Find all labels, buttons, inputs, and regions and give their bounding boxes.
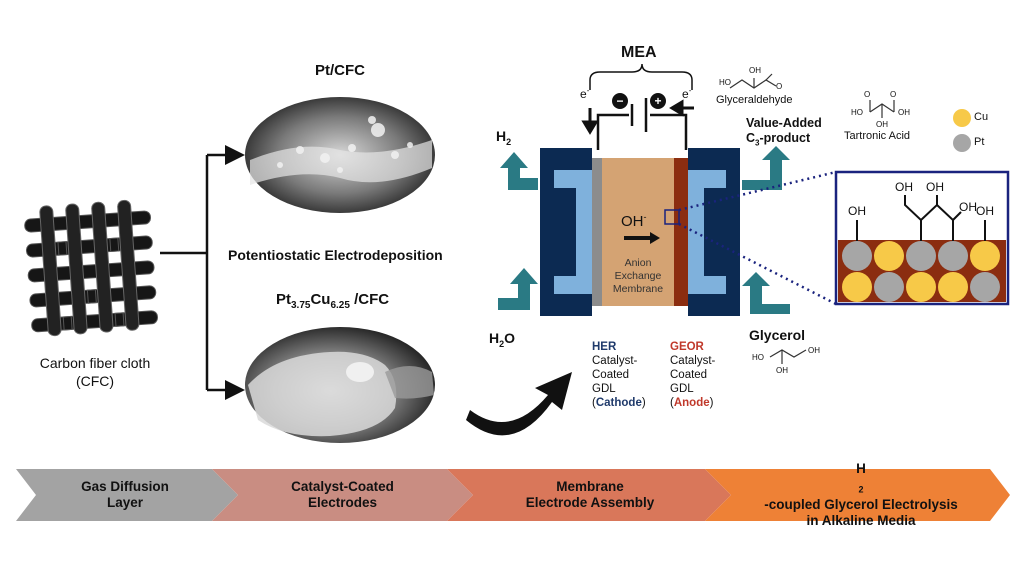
pt-atom bbox=[874, 272, 904, 302]
cfc-label-line1: Carbon fiber cloth bbox=[39, 355, 151, 371]
cu-atom bbox=[842, 272, 872, 302]
cu-atom bbox=[970, 241, 1000, 271]
ptcu-cu: Cu bbox=[310, 291, 331, 308]
cu-legend-icon bbox=[953, 109, 971, 127]
step-membrane-electrode-assembly bbox=[447, 469, 731, 521]
step-catalyst-coated-electrodes bbox=[212, 469, 473, 521]
glycerol-ho: HO bbox=[752, 353, 764, 362]
ptcu-cfc-title: Pt3.75Cu6.25 /CFC bbox=[276, 291, 389, 311]
h2-label: H2 bbox=[496, 128, 512, 147]
atom-layer-top bbox=[842, 241, 1000, 271]
tartronic-oh-bottom: OH bbox=[876, 120, 888, 129]
pt-cfc-title: Pt/CFC bbox=[315, 62, 365, 79]
method-label: Potentiostatic Electrodeposition bbox=[228, 247, 443, 263]
positive-terminal-icon bbox=[650, 93, 666, 109]
tartronic-ho: HO bbox=[851, 108, 863, 117]
surface-oh-2: OH bbox=[895, 180, 913, 194]
teal-flow-arrows bbox=[498, 146, 790, 314]
pt-atom bbox=[842, 241, 872, 271]
tartronic-o-right: O bbox=[890, 90, 897, 99]
glycerol-structure bbox=[769, 349, 807, 364]
atom-layer-bottom bbox=[842, 272, 1000, 302]
ptcu-pt: Pt bbox=[276, 291, 291, 308]
electron-right: e- bbox=[682, 86, 692, 101]
electron-arrows bbox=[581, 99, 694, 135]
ptcu-rest: /CFC bbox=[349, 291, 390, 308]
tartronic-o-left: O bbox=[864, 90, 871, 99]
glycerol-label: Glycerol bbox=[749, 327, 806, 343]
pt-atom bbox=[938, 241, 968, 271]
ptcu-pt-sub: 3.75 bbox=[291, 300, 311, 311]
surface-oh-5: OH bbox=[976, 204, 994, 218]
glyceraldehyde-o: O bbox=[776, 82, 783, 91]
glyceraldehyde-structure bbox=[729, 73, 777, 89]
glyceraldehyde-oh: OH bbox=[749, 66, 761, 75]
cfc-label-line2: (CFC) bbox=[75, 373, 115, 389]
cfc-label: Carbon fiber cloth (CFC) bbox=[20, 354, 170, 390]
mea-title: MEA bbox=[621, 44, 657, 61]
cu-legend-label: Cu bbox=[974, 111, 989, 123]
cu-atom bbox=[874, 241, 904, 271]
pt-cfc-sem-image bbox=[245, 97, 435, 213]
tartronic-oh: OH bbox=[898, 108, 910, 117]
mea-cell bbox=[540, 148, 740, 316]
ptcu-cu-sub: 6.25 bbox=[330, 300, 350, 311]
hydroxide-label: OH- bbox=[621, 212, 647, 230]
plus-sign: + bbox=[654, 94, 662, 108]
curved-arrow bbox=[466, 372, 572, 436]
mea-brace bbox=[589, 63, 693, 90]
value-added-label: Value-Added C3-product bbox=[746, 116, 822, 148]
surface-oh-1: OH bbox=[848, 204, 866, 218]
pt-atom bbox=[906, 241, 936, 271]
glycerol-oh-bottom: OH bbox=[776, 366, 788, 375]
electron-left: e- bbox=[580, 86, 590, 101]
surface-oh-4: OH bbox=[959, 200, 977, 214]
tartronic-acid-structure bbox=[869, 100, 895, 118]
pt-atom bbox=[970, 272, 1000, 302]
external-circuit bbox=[596, 98, 688, 150]
glycerol-oh-right: OH bbox=[808, 346, 820, 355]
catalyst-surface-zoom bbox=[834, 170, 1010, 306]
ptcu-cfc-sem-image bbox=[245, 327, 435, 443]
branch-arrows bbox=[160, 145, 245, 400]
glyceraldehyde-ho: HO bbox=[719, 78, 731, 87]
h2o-label: H2O bbox=[489, 330, 516, 349]
glyceraldehyde-label: Glyceraldehyde bbox=[716, 94, 793, 106]
step-h2-coupled-electrolysis bbox=[705, 469, 1010, 521]
carbon-fiber-cloth-illustration bbox=[24, 199, 158, 337]
tartronic-acid-label: Tartronic Acid bbox=[844, 130, 911, 142]
cu-atom bbox=[938, 272, 968, 302]
minus-sign: − bbox=[616, 94, 624, 108]
process-chevrons bbox=[16, 469, 1010, 521]
negative-terminal-icon bbox=[612, 93, 628, 109]
pt-legend-icon bbox=[953, 134, 971, 152]
pt-legend-label: Pt bbox=[974, 136, 985, 148]
surface-oh-3: OH bbox=[926, 180, 944, 194]
step-gas-diffusion-layer bbox=[16, 469, 238, 521]
cu-atom bbox=[906, 272, 936, 302]
